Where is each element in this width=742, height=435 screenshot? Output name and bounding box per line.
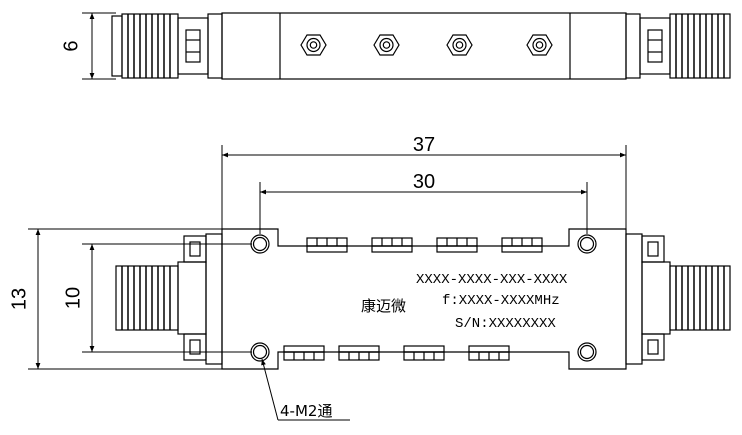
brand-label: 康迈微 [361,297,406,315]
top-tuning-nut-1 [300,34,327,56]
dim-overall-height [28,228,222,370]
top-tuning-nut-2 [373,34,400,56]
dim-hole-spacing-label: 30 [413,171,435,193]
front-bottom-nut-2 [338,345,380,361]
dim-overall-height-label: 13 [8,288,30,310]
front-view [115,228,731,370]
front-left-thread [121,266,171,330]
front-right-connector [625,233,731,365]
top-left-thread [127,14,171,78]
top-body [221,12,627,80]
front-bottom-nut-3 [403,345,445,361]
dim-top-height-label: 6 [60,40,82,51]
front-top-nut-2 [371,237,413,253]
dim-top-height [82,12,116,80]
frequency-label: f:XXXX-XXXXMHz [442,293,560,309]
dim-overall-length-label: 37 [413,134,435,156]
part-number-label: XXXX-XXXX-XXX-XXXX [416,272,568,288]
top-tuning-nut-4 [526,34,553,56]
top-tuning-nut-3 [446,34,473,56]
top-right-thread [675,14,725,78]
mount-hole-bottom-left [250,342,270,362]
dim-overall-length [221,145,627,229]
dim-hole-spacing [259,182,588,234]
top-right-connector [625,13,731,79]
front-top-nut-4 [501,237,543,253]
front-top-nut-3 [436,237,478,253]
front-top-nut-1 [306,237,348,253]
front-left-connector [115,233,223,365]
dim-hole-vertical [82,243,252,353]
hole-callout-label: 4-M2通 [280,402,332,420]
top-left-connector [111,13,223,79]
front-bottom-nut-1 [283,345,325,361]
top-view [111,12,731,80]
mount-hole-top-left [250,234,270,254]
dim-hole-vertical-label: 10 [62,287,84,309]
mount-hole-top-right [577,234,597,254]
serial-label: S/N:XXXXXXXX [455,316,556,332]
mount-hole-bottom-right [577,342,597,362]
front-right-thread [675,266,725,330]
front-bottom-nut-4 [468,345,510,361]
hole-callout-leader [261,358,350,421]
front-body [221,228,627,370]
